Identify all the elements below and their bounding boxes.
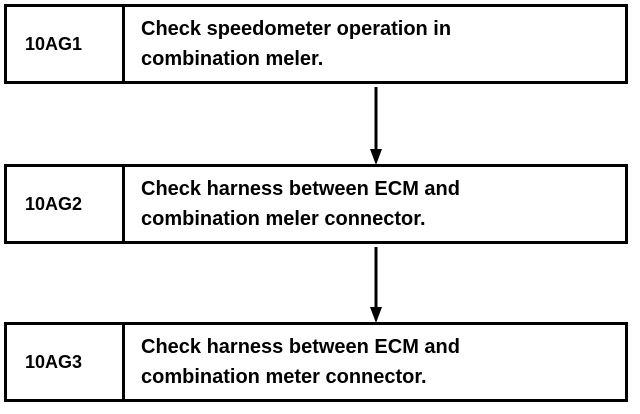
step-box-10ag1: 10AG1 Check speedometer operation in com…: [4, 4, 628, 84]
down-arrow-connector: [370, 87, 382, 165]
step-id: 10AG3: [7, 325, 125, 399]
step-box-10ag2: 10AG2 Check harness between ECM and comb…: [4, 164, 628, 244]
step-description: Check speedometer operation in combinati…: [125, 7, 625, 81]
step-box-10ag3: 10AG3 Check harness between ECM and comb…: [4, 322, 628, 402]
step-description-line: Check harness between ECM and: [141, 336, 460, 358]
step-description-line: combination meter connector.: [141, 366, 427, 388]
step-description: Check harness between ECM and combinatio…: [125, 167, 625, 241]
down-arrow-connector: [370, 247, 382, 323]
step-description: Check harness between ECM and combinatio…: [125, 325, 625, 399]
step-description-line: Check harness between ECM and: [141, 178, 460, 200]
step-description-line: combination meler connector.: [141, 208, 426, 230]
step-description-line: combination meler.: [141, 48, 324, 70]
step-id: 10AG2: [7, 167, 125, 241]
step-id: 10AG1: [7, 7, 125, 81]
step-description-line: Check speedometer operation in: [141, 18, 452, 40]
